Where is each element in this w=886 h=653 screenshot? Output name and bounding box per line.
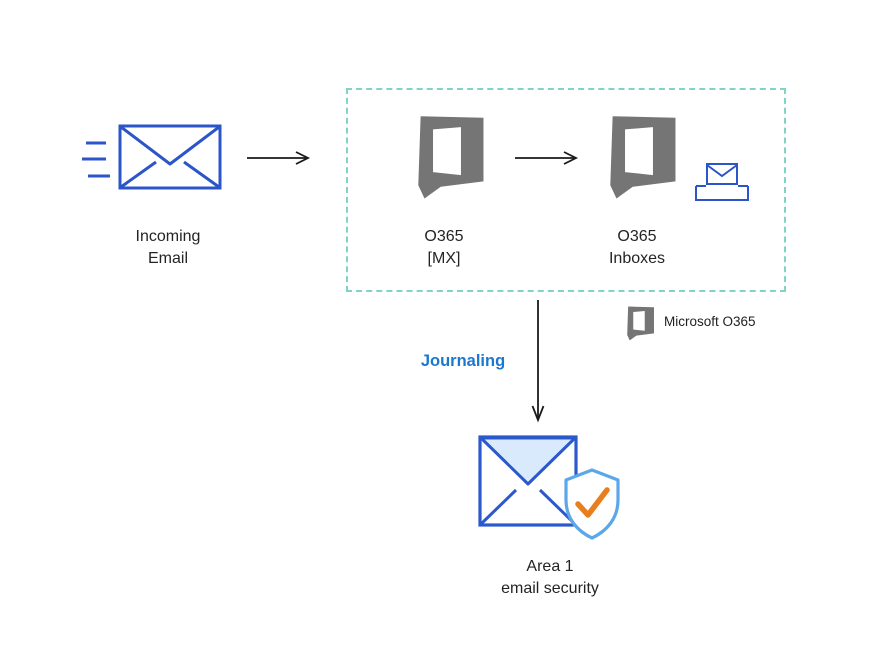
o365-boundary-box: [346, 88, 786, 292]
arrow-mx-to-inboxes: [515, 151, 579, 165]
journaling-label: Journaling: [420, 352, 506, 370]
legend-office-logo-icon: [623, 304, 655, 341]
label-line: Incoming: [135, 228, 201, 245]
incoming-email-label: Incoming Email: [108, 226, 228, 270]
o365-inboxes-label: O365 Inboxes: [577, 226, 697, 270]
incoming-envelope-icon: [118, 124, 222, 190]
label-line: Area 1: [526, 558, 574, 575]
label-line: [MX]: [427, 250, 461, 267]
arrow-journaling-down: [531, 300, 545, 423]
label-line: O365: [424, 228, 464, 245]
o365-mx-logo-icon: [408, 110, 486, 200]
area1-envelope-shield-icon: [478, 435, 620, 540]
label-line: Inboxes: [608, 250, 666, 267]
label-line: O365: [617, 228, 657, 245]
label-line: email security: [501, 580, 599, 597]
o365-inboxes-logo-icon: [600, 110, 678, 200]
area1-label: Area 1 email security: [462, 556, 638, 600]
inbox-envelope-icon: [695, 163, 749, 201]
label-line: Email: [147, 250, 188, 267]
o365-mx-label: O365 [MX]: [384, 226, 504, 270]
arrow-incoming-to-o365: [247, 151, 311, 165]
legend-label: Microsoft O365: [664, 314, 756, 329]
speed-lines-icon: [82, 141, 110, 178]
shield-check-icon: [564, 468, 620, 540]
